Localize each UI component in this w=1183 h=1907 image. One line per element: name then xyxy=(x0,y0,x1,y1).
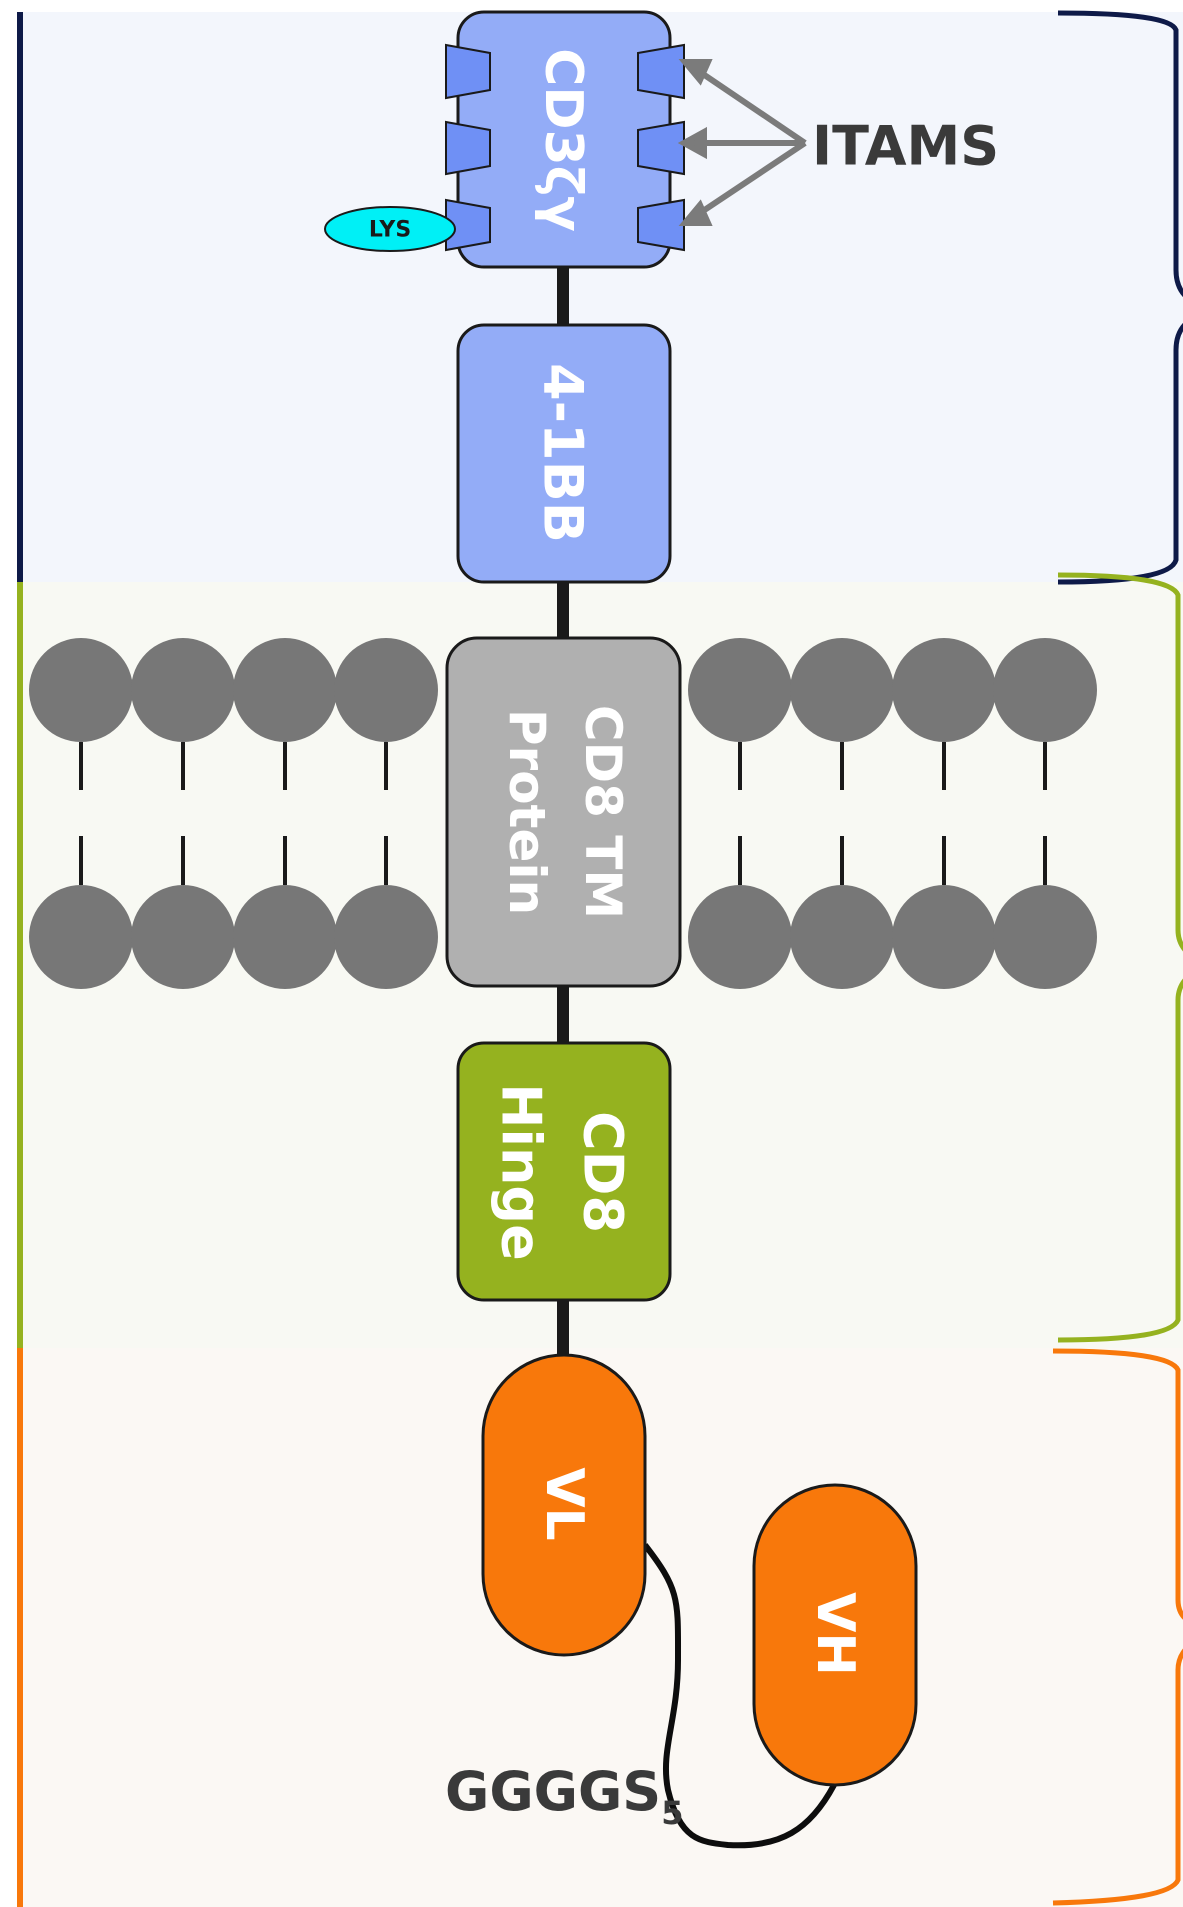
tm-domain: CD8 TM Protein xyxy=(445,636,682,988)
linker-label: GGGGS5 xyxy=(445,1760,683,1832)
lipid-head xyxy=(131,885,235,989)
costim-domain: 4-1BB xyxy=(456,323,672,584)
vl-domain: VL xyxy=(481,1353,647,1657)
lipid-head xyxy=(688,885,792,989)
lipid-head xyxy=(892,638,996,742)
lipid-head xyxy=(993,638,1097,742)
arrowhead xyxy=(678,199,713,226)
lipid-top-right xyxy=(688,638,1097,742)
lipid-bottom-right xyxy=(688,885,1097,989)
cd3z-domain: CD3ζγ xyxy=(445,10,685,269)
lipid-head xyxy=(29,638,133,742)
costim-label: 4-1BB xyxy=(532,363,595,543)
vh-pill xyxy=(752,1483,918,1787)
lipid-head xyxy=(29,885,133,989)
lipid-head xyxy=(688,638,792,742)
itam-motif xyxy=(637,120,685,176)
lipid-head xyxy=(993,885,1097,989)
lipid-bilayer xyxy=(29,638,1097,989)
lys-tag: LYS xyxy=(324,206,456,252)
vl-pill xyxy=(481,1353,647,1657)
hinge-label-line1: CD8 xyxy=(572,1111,635,1233)
hinge-domain: CD8 Hinge xyxy=(456,1041,672,1302)
itams-arrows xyxy=(677,59,807,226)
tm-label-line2: Protein xyxy=(498,709,556,915)
gggs-linker xyxy=(642,1543,837,1849)
lys-ellipse xyxy=(324,206,456,252)
lipid-head xyxy=(790,638,894,742)
itam-motif xyxy=(637,43,685,100)
lipid-head xyxy=(131,638,235,742)
vl-label: VL xyxy=(534,1467,594,1540)
costim-box xyxy=(456,323,672,584)
arrowhead xyxy=(678,59,713,86)
linker-text: GGGGS xyxy=(445,1760,661,1823)
lipid-head xyxy=(892,885,996,989)
lipid-top-left xyxy=(29,638,438,742)
hinge-box xyxy=(456,1041,672,1302)
extracellular-brace xyxy=(1052,1348,1183,1906)
itam-arrow xyxy=(698,69,807,146)
itam-motif xyxy=(445,120,491,176)
lipid-head xyxy=(790,885,894,989)
hinge-label-line2: Hinge xyxy=(490,1083,553,1260)
linker-subscript: 5 xyxy=(661,1794,683,1832)
membrane-brace xyxy=(1057,572,1183,1343)
itam-motif xyxy=(637,198,685,252)
lipid-bottom-left xyxy=(29,885,438,989)
vh-label: VH xyxy=(805,1592,865,1676)
tm-box xyxy=(445,636,682,988)
lipid-head xyxy=(334,638,438,742)
intracellular-brace xyxy=(1057,10,1183,585)
itams-label: ITAMS xyxy=(812,115,999,178)
itam-arrow xyxy=(698,140,807,216)
vh-domain: VH xyxy=(752,1483,918,1787)
lipid-head xyxy=(233,885,337,989)
lipid-tails xyxy=(79,742,1047,885)
itam-motif xyxy=(445,43,491,100)
arrowhead xyxy=(677,126,707,160)
lipid-head xyxy=(334,885,438,989)
lys-label: LYS xyxy=(369,218,411,243)
tm-label-line1: CD8 TM xyxy=(574,705,632,919)
lipid-head xyxy=(233,638,337,742)
cd3z-label: CD3ζγ xyxy=(533,48,593,232)
